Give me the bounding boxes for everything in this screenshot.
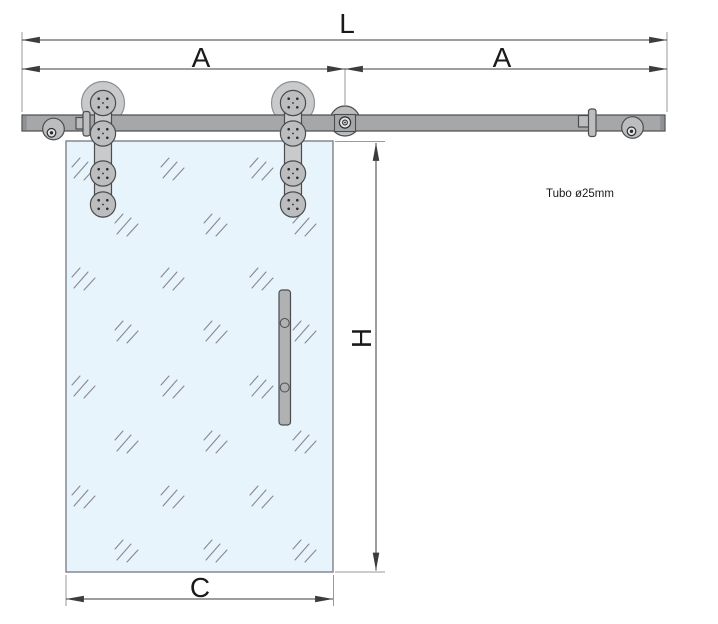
door-stopper-left	[42, 117, 65, 141]
hanger-hub	[279, 89, 307, 117]
dim-label-C: C	[190, 572, 210, 603]
clamp-disc	[89, 160, 117, 187]
handle-screw	[279, 382, 290, 393]
center-support	[333, 113, 357, 133]
clamp-disc	[89, 120, 117, 147]
door-handle	[278, 289, 292, 426]
dim-label-A-right: A	[493, 42, 512, 73]
clamp-disc	[89, 191, 117, 218]
roller-hanger-right	[279, 89, 307, 218]
dim-label-L: L	[339, 8, 355, 39]
rail-end-cap-right	[660, 115, 665, 131]
door-stopper-right	[621, 116, 644, 139]
dim-label-H: H	[346, 328, 377, 348]
rail-end-cap-left	[22, 115, 27, 131]
clamp-disc	[279, 160, 307, 187]
wall-bracket-left	[75, 110, 91, 137]
dimensions: L A A H C Tubo ø25mm	[21, 8, 668, 606]
handle-screw	[279, 318, 290, 328]
track-assembly	[21, 80, 666, 141]
roller-hanger-left	[89, 89, 117, 218]
clamp-disc	[279, 120, 307, 147]
roller-hangers	[89, 89, 307, 218]
tube-spec-note: Tubo ø25mm	[546, 188, 614, 200]
wall-bracket-right	[577, 108, 597, 138]
dim-label-A-left: A	[192, 42, 211, 73]
clamp-disc	[279, 191, 307, 218]
hanger-hub	[89, 89, 117, 117]
